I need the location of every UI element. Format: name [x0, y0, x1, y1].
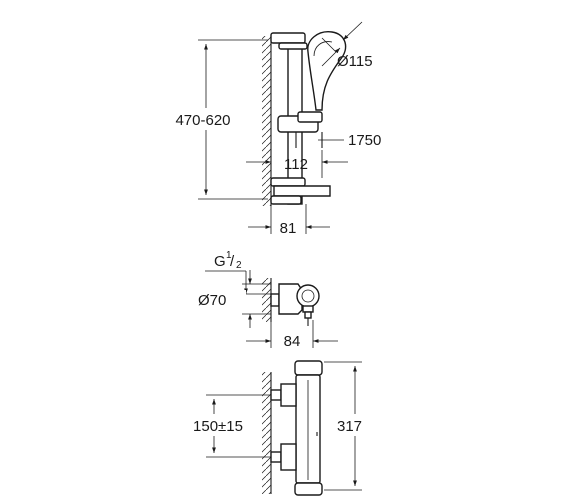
dimension-hose-length: 1750 [318, 132, 381, 149]
wall-hatch-top [262, 36, 272, 206]
thread-frac-den: 2 [236, 260, 242, 271]
dimension-thread: G 1 / 2 [205, 250, 271, 295]
dim-length-label: 317 [337, 418, 362, 435]
dim-rail-depth-label: 81 [280, 220, 297, 237]
thread-label: G [214, 253, 226, 270]
dimension-depth: 84 [246, 320, 338, 350]
dimension-rosette-diameter: Ø70 [196, 270, 271, 328]
dimension-height: 470-620 [164, 39, 268, 200]
dim-centres-label: 150±15 [193, 418, 243, 435]
lower-bracket [270, 177, 331, 205]
thermostat-view: 150±15 317 [180, 360, 376, 496]
shower-rail-view: 470-620 Ø115 1750 112 81 [164, 21, 381, 237]
dimension-length: 317 [324, 361, 376, 491]
dimension-rail-depth: 81 [248, 204, 330, 237]
dim-rosette-label: Ø70 [198, 292, 226, 309]
dimension-centres: 150±15 [180, 394, 271, 458]
dim-hose-label: 1750 [348, 132, 381, 149]
dimension-handshower-diameter: Ø115 [321, 21, 373, 70]
wall-hatch-middle [262, 278, 272, 322]
wall-outlet [270, 283, 320, 326]
dim-depth-label: 84 [284, 333, 301, 350]
top-bracket [270, 32, 308, 50]
dimension-projection: 112 [246, 150, 348, 178]
dim-projection-label: 112 [284, 156, 308, 173]
wall-outlet-view: G 1 / 2 Ø70 84 [196, 250, 338, 350]
svg-text:/: / [230, 253, 235, 270]
thread-frac-num: 1 [226, 250, 232, 261]
wall-hatch-bottom [262, 372, 272, 494]
dim-height-label: 470-620 [175, 112, 230, 129]
thermostat-body [270, 360, 323, 496]
dim-diameter-label: Ø115 [337, 53, 373, 70]
hand-shower [307, 31, 347, 111]
